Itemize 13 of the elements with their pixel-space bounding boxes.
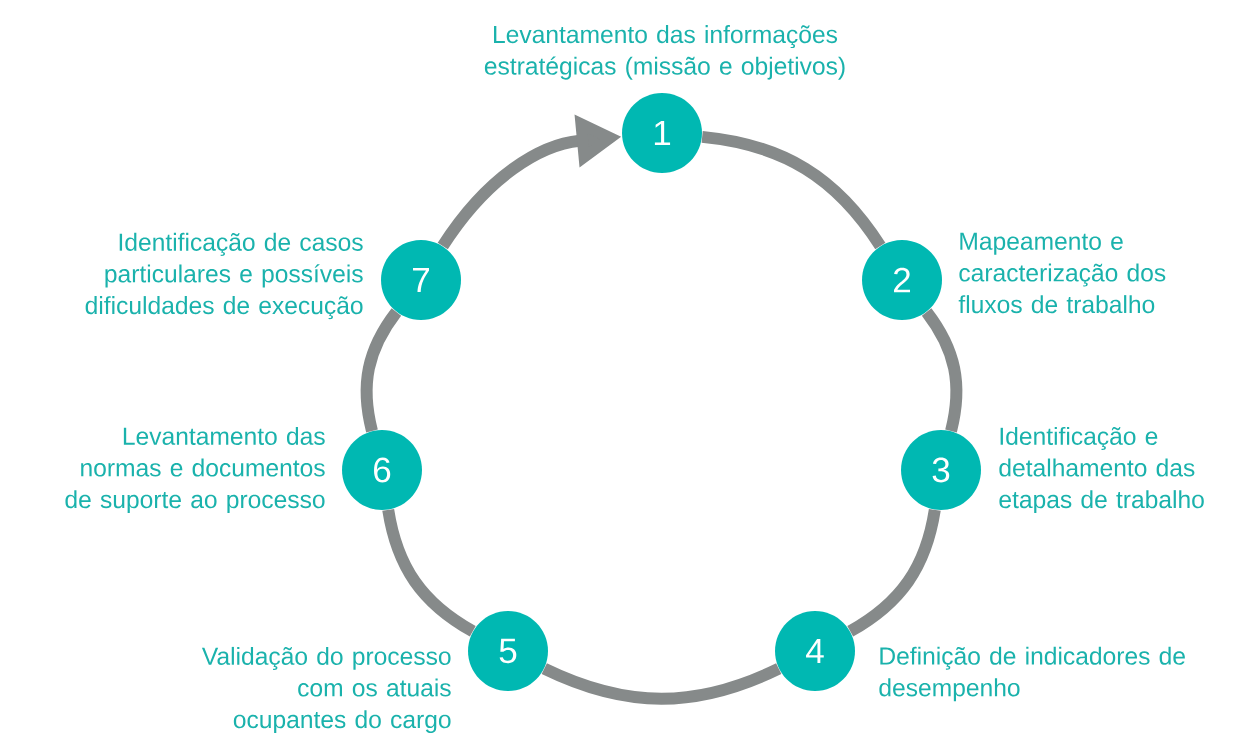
ring-arc	[701, 130, 886, 250]
ring-arc	[541, 663, 782, 705]
ring-arc	[382, 508, 476, 637]
ring-arc	[921, 308, 963, 433]
ring-arc	[847, 508, 941, 637]
step-label: Levantamento das informações estratégicas (missão e objetivos)	[484, 25, 845, 80]
step-label: Validação do processo com os atuais ocupantes do cargo	[201, 646, 451, 733]
step-label: Definição de indicadores de desempenho	[879, 646, 1185, 702]
step-label: Identificação e detalhamento das etapas de trabalho	[999, 426, 1204, 514]
ring-arc	[360, 308, 402, 433]
step-label: Identificação de casos particulares e possíveis dificuldades de execução	[85, 232, 363, 320]
step-label: Levantamento das normas e documentos de suporte ao processo	[65, 426, 325, 514]
step-label: Mapeamento e caracterização dos fluxos de trabalho	[958, 232, 1166, 314]
